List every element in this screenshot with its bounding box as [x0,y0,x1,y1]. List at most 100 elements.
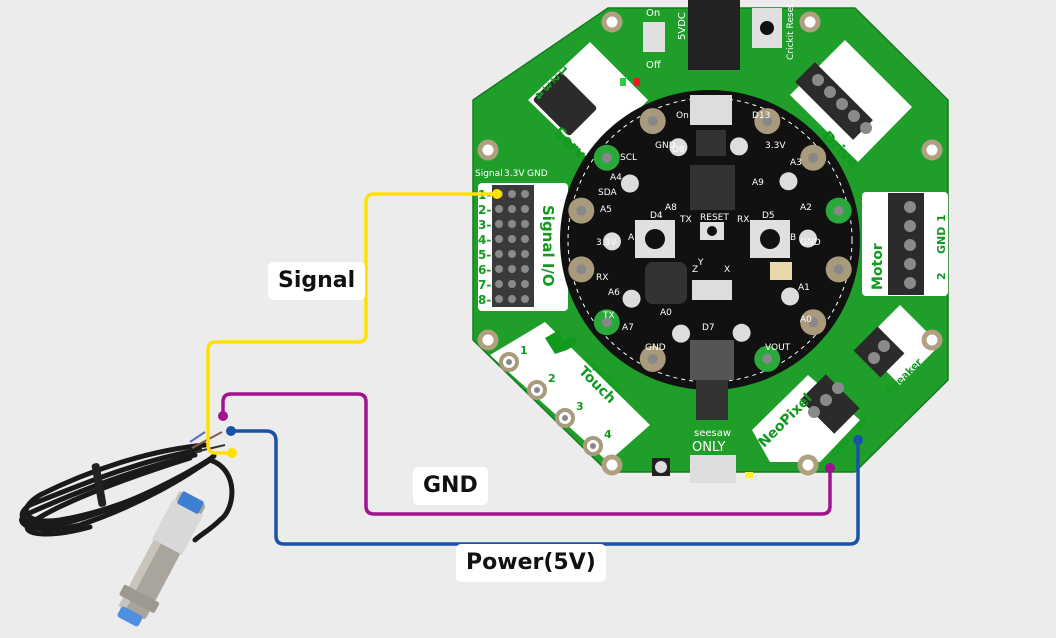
signal-io-pin [495,220,503,228]
cpx-label: A8 [665,203,677,213]
cpx-label: A1 [798,283,810,293]
cpx-pad-hole [808,317,819,328]
cpx-label: On [676,111,689,121]
cpx-label: B [790,233,796,243]
neopixel-led [781,287,800,306]
signal-io-pin [508,235,516,243]
wire-label-gnd: GND [413,467,488,505]
cpx-label: A2 [800,203,812,213]
neopixel-led [729,137,748,156]
dc-jack-label: 5VDC [677,12,688,40]
buzzer [645,262,687,304]
signal-io-pin [521,280,529,288]
gnd-endpoint-board [825,463,835,473]
touch-pin-1: 1 [520,344,528,357]
seesaw-area: seesaw ONLY [652,428,753,483]
wire-signal [206,192,499,455]
cpx-label: A6 [608,288,620,298]
wire-label-signal: Signal [268,262,366,300]
cpx-label: TX [679,215,692,225]
signal-io-pin [508,250,516,258]
cpx-label: GND [655,141,676,151]
cpx-pad-hole [647,353,658,364]
cpx-label: A [628,233,635,243]
cpx-label: SDA [598,188,617,198]
mounting-holes [477,11,943,476]
signal-io-pin [495,265,503,273]
signal-io-pin [495,250,503,258]
neopixel-led [732,323,751,342]
touch-hand-icon [545,330,577,354]
signal-io-header-signal: Signal [475,169,503,179]
cpx-label: Y [697,258,704,268]
touch-pin-2: 2 [548,372,556,385]
cpx-label: GND [645,343,666,353]
seesaw-usb-port [690,455,736,483]
cpx-pad-hole [601,317,612,328]
top-components: On Off 5VDC Crickit Reset [620,0,796,86]
cpx-label: 3.3V [596,238,617,248]
motor-pin-1: 1 [935,214,948,222]
signal-io-pin [521,295,529,303]
cpx-pad-hole [647,116,658,127]
motor-title: Motor [870,243,886,290]
signal-io-row-7: 7- [478,278,491,292]
signal-io-pin [508,280,516,288]
wire-gnd [221,392,832,516]
sensor-body [117,491,206,627]
cpx-label: VOUT [765,343,791,353]
slide-switch[interactable] [692,280,732,300]
cpx-label: X [724,265,730,275]
sensor-lead-blue [189,431,206,443]
cpx-pad-hole [601,152,612,163]
battery-connector [690,340,734,380]
cpx-label: A5 [600,205,612,215]
sensor-cable [19,442,235,543]
power-switch-off: Off [646,60,662,71]
signal-io-panel: Signal 3.3V GND 1-2-3-4-5-6-7-8- Signal … [475,169,568,311]
signal-io-pin [521,235,529,243]
signal-io-pin [521,205,529,213]
light-sensor [770,262,792,280]
signal-io-row-6: 6- [478,263,491,277]
cpx-pad-hole [762,116,773,127]
neopixel-led [620,174,639,193]
signal-io-pin [508,190,516,198]
proximity-sensor [19,431,235,627]
cpx-label: RX [737,215,749,225]
power-switch-on: On [646,8,660,19]
signal-io-pin [521,250,529,258]
cpx-pad-hole [762,353,773,364]
motor-pin-2: 2 [935,272,948,280]
wire-endpoints [218,189,863,473]
cpx-label: A4 [610,173,622,183]
signal-io-pin [521,190,529,198]
cpx-label: 3.3V [765,141,786,151]
neopixel-led [672,324,691,343]
signal-endpoint-board [492,189,502,199]
seesaw-label: seesaw [694,428,731,439]
signal-io-row-5: 5- [478,248,491,262]
cpx-label: RX [596,273,608,283]
signal-io-pin [495,235,503,243]
motor-panel: Motor 1 GND 2 [862,192,948,296]
signal-io-pin [495,205,503,213]
cpx-label: GND [800,238,821,248]
cpx-label: D13 [752,111,770,121]
cpx-label: RESET [700,213,729,223]
neopixel-led [603,232,622,251]
neopixel-led [669,138,688,157]
drive-panel: Drive 5V 1 2 3 4 [790,40,912,172]
crickit-board: Servo 1 2 3 4 Drive 5V 1 2 3 4 [472,0,949,483]
signal-io-row-3: 3- [478,218,491,232]
signal-io-pin [508,205,516,213]
signal-io-row-8: 8- [478,293,491,307]
neopixel-led [622,289,641,308]
cpx-label: TX [602,311,615,321]
signal-io-row-2: 2- [478,203,491,217]
signal-io-pin [495,295,503,303]
power-endpoint-sensor [226,426,236,436]
cpx-label: D7 [702,323,715,333]
wires [206,192,860,546]
